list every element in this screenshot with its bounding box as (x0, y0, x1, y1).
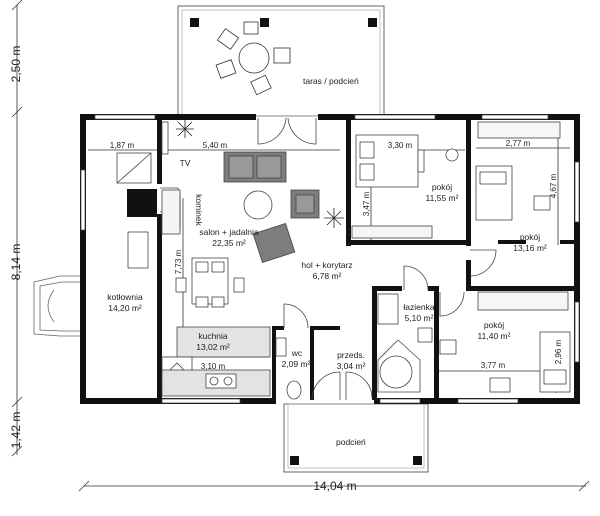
room3-area: 11,40 m² (478, 331, 511, 341)
toilet-icon (377, 293, 399, 325)
kitchen-area: 13,02 m² (196, 342, 230, 352)
furniture (116, 120, 571, 400)
kitchen-counter (176, 326, 271, 358)
dim-3-77: 3,77 m (481, 361, 506, 370)
terrace-label: taras / podcień (303, 76, 359, 86)
dimension-lines (11, 0, 590, 492)
dimension-labels: 1,87 m 5,40 m 3,30 m 2,77 m 4,67 m 3,47 … (9, 46, 563, 493)
doors (159, 117, 497, 401)
total-width-dim: 14,04 m (313, 479, 356, 493)
dim-3-30: 3,30 m (388, 141, 413, 150)
living-room-area: 22,35 m² (212, 238, 246, 248)
dim-left-8-14: 8,14 m (9, 244, 23, 281)
kitchen-label: kuchnia (198, 331, 228, 341)
bathroom-area: 5,10 m² (405, 313, 434, 323)
pillar (413, 456, 422, 465)
tv-label: TV (180, 158, 191, 168)
dim-5-40: 5,40 m (203, 141, 228, 150)
dim-1-87: 1,87 m (110, 141, 135, 150)
boiler-entrance-steps (33, 275, 80, 337)
vestibule-label: przeds. (337, 350, 365, 360)
boiler-room-label: kotłownia (107, 292, 143, 302)
hall-area: 6,78 m² (313, 271, 342, 281)
hall-label: hol + korytarz (301, 260, 352, 270)
living-room-label: salon + jadalnia (199, 227, 259, 237)
pillar (290, 456, 299, 465)
wc-label: wc (291, 348, 303, 358)
room3-label: pokój (484, 320, 504, 330)
room1-label: pokój (432, 182, 452, 192)
boiler-room-area: 14,20 m² (108, 303, 142, 313)
fireplace-label: kominek (194, 194, 204, 226)
porch-label: podcień (336, 437, 366, 447)
toilet-icon (286, 380, 302, 400)
dim-2-96: 2,96 m (554, 339, 563, 364)
room2-area: 13,16 m² (513, 243, 547, 253)
pillar (260, 18, 269, 27)
dim-3-10: 3,10 m (201, 362, 226, 371)
room-labels: salon + jadalnia 22,35 m² TV kominek hol… (107, 158, 547, 371)
porch: podcień (283, 403, 429, 473)
dim-left-2-50: 2,50 m (9, 46, 23, 83)
dim-3-47: 3,47 m (362, 191, 371, 216)
room1-area: 11,55 m² (426, 193, 459, 203)
terrace-table-set (215, 21, 291, 96)
windows (80, 114, 580, 404)
dim-4-67: 4,67 m (549, 173, 558, 198)
dim-2-77: 2,77 m (506, 139, 531, 148)
armchair (252, 222, 296, 264)
bathroom-label: łazienka (403, 302, 434, 312)
dim-7-73: 7,73 m (174, 249, 183, 274)
wc-area: 2,09 m² (282, 359, 311, 369)
vestibule-area: 3,04 m² (337, 361, 366, 371)
pillar (190, 18, 199, 27)
terrace: taras / podcień (177, 5, 385, 117)
dim-left-1-42: 1,42 m (9, 412, 23, 449)
pillar (368, 18, 377, 27)
room2-label: pokój (520, 232, 540, 242)
plant-icon (176, 120, 344, 228)
